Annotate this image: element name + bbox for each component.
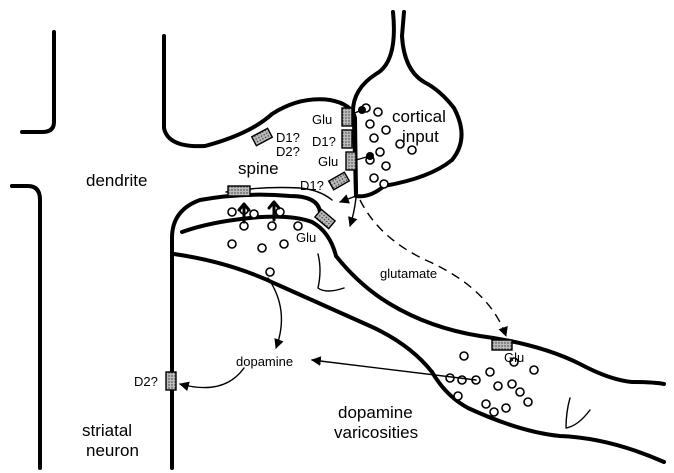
- label-glu-1: Glu: [312, 112, 332, 127]
- receptor-glu-lower-varicosity: [492, 340, 512, 350]
- label-glu-2: Glu: [318, 154, 338, 169]
- dopamine-lower-release-arrow: [312, 360, 476, 380]
- label-d1-3: D1?: [300, 178, 324, 193]
- receptor-d1-spine-3: [329, 172, 350, 190]
- dopamine-release-arrow: [268, 278, 281, 348]
- label-dendrite: dendrite: [86, 171, 147, 190]
- receptor-d1-spine-2: [342, 130, 352, 148]
- receptor-d2-striatal: [166, 372, 176, 390]
- label-spine: spine: [238, 159, 279, 178]
- label-d2-2: D2?: [134, 374, 158, 389]
- label-d1-2: D1?: [312, 134, 336, 149]
- glutamate-to-spine-arrow: [340, 196, 356, 202]
- label-neuron: neuron: [86, 441, 139, 460]
- cortical-terminal-outline: [353, 12, 462, 196]
- dendrite-edge-upper: [22, 32, 54, 132]
- receptor-glu-spine-2: [346, 152, 356, 170]
- receptor-d2-dendrite: [228, 186, 250, 196]
- receptor-glu-spine-1: [342, 108, 352, 126]
- label-striatal: striatal: [82, 421, 132, 440]
- label-dopamine: dopamine: [236, 354, 293, 369]
- label-glu-4: Glu: [504, 350, 524, 365]
- label-d2-1: D2?: [276, 144, 300, 159]
- label-dopamine-varicosities-2: varicosities: [334, 423, 418, 442]
- squiggle-lower: [566, 398, 590, 428]
- glutamate-spill-arrow: [350, 198, 356, 226]
- label-cortical: cortical: [392, 107, 446, 126]
- label-input: input: [402, 127, 439, 146]
- label-dopamine-varicosities-1: dopamine: [338, 403, 413, 422]
- label-glu-3: Glu: [296, 230, 316, 245]
- receptor-d1-spine: [252, 128, 273, 145]
- dopamine-to-d2-arrow: [180, 368, 244, 388]
- label-glutamate: glutamate: [380, 266, 437, 281]
- dendrite-edge-lower: [12, 186, 40, 468]
- label-d1-1: D1?: [276, 130, 300, 145]
